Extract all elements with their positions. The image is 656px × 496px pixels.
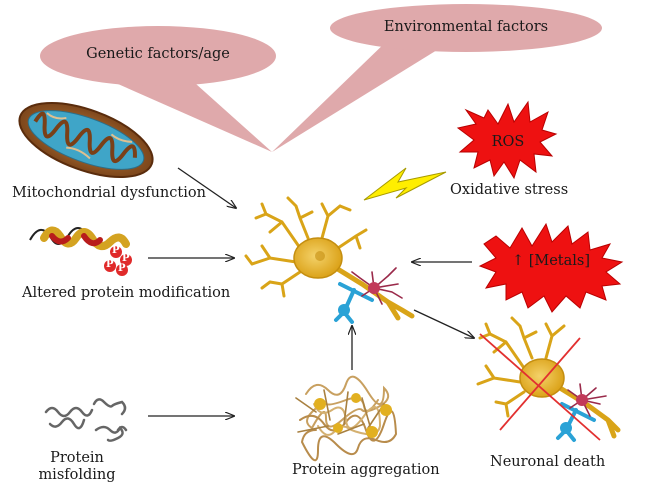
metals-burst [478,222,624,313]
phosphate-label: P [106,259,114,270]
phosphate-label: P [118,263,126,274]
mitochondrion-icon [18,102,154,178]
arrow-mitochondria-to-neuron [177,167,236,208]
lightning-bolt-icon [363,167,447,201]
genetic-bubble [40,26,276,152]
protein-aggregate-icon [295,375,398,462]
misfolded-protein-icon [44,398,128,442]
phosphate-group [104,246,132,276]
altered-protein-modification-label: Altered protein modification [22,285,231,301]
metals-label: ↑ [Metals] [511,253,591,269]
mitochondrial-dysfunction-label: Mitochondrial dysfunction [12,185,206,201]
phosphorylated-protein-icon [29,226,132,276]
environmental-factors-label: Environmental factors [383,19,549,35]
protein-misfolding-label-line1: Protein [50,450,104,466]
arrows [148,167,474,416]
ros-burst [456,100,558,180]
oxidative-stress-label: Oxidative stress [450,182,569,198]
phosphate-label: P [122,253,130,264]
protein-aggregation-label: Protein aggregation [292,462,440,478]
protein-misfolding-label-line2: misfolding [38,467,116,483]
neuronal-death-label: Neuronal death [490,454,606,470]
dying-neuron-icon [476,316,621,442]
death-cross-icon [479,333,601,441]
arrow-neuron-to-death [413,309,474,338]
genetic-factors-label: Genetic factors/age [86,46,230,62]
environmental-bubble [272,4,602,152]
phosphate-label: P [112,245,120,256]
ros-label: ROS [491,134,525,150]
healthy-neuron-icon [244,196,415,324]
